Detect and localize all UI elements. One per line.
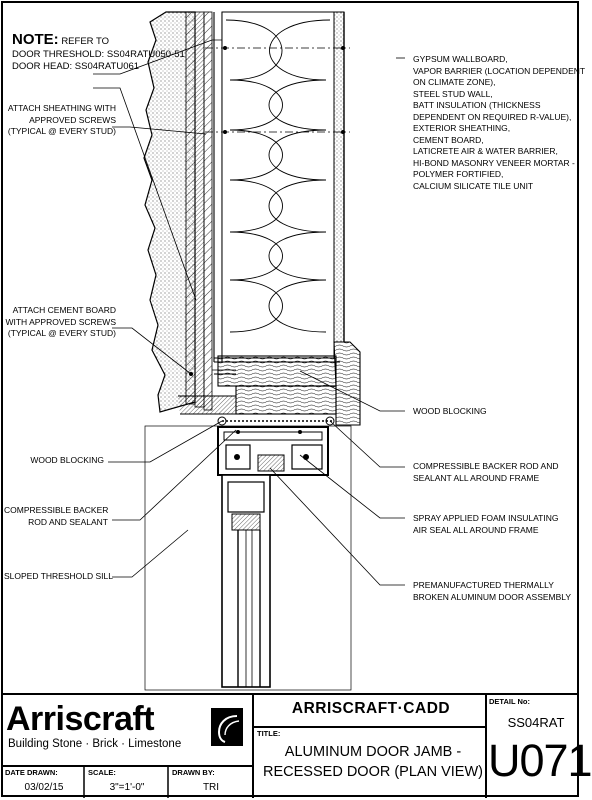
detail-label: DETAIL No:	[489, 697, 530, 706]
label-line: COMPRESSIBLE BACKER ROD AND	[413, 461, 559, 471]
label-line: STEEL STUD WALL,	[413, 88, 493, 99]
label-line: SPRAY APPLIED FOAM INSULATING	[413, 513, 559, 523]
label-backer-rod-right: COMPRESSIBLE BACKER ROD AND SEALANT ALL …	[413, 461, 573, 484]
brand-mark-icon	[211, 708, 243, 746]
label-line: (TYPICAL @ EVERY STUD)	[7, 126, 116, 136]
label-line: PREMANUFACTURED THERMALLY	[413, 580, 554, 590]
title-line: RECESSED DOOR (PLAN VIEW)	[263, 764, 483, 780]
detail-code: U071	[488, 735, 592, 786]
label-wall-assembly: GYPSUM WALLBOARD, VAPOR BARRIER (LOCATIO…	[413, 54, 586, 192]
label-backer-rod-left: COMPRESSIBLE BACKER ROD AND SEALANT	[4, 505, 108, 528]
note-line: DOOR THRESHOLD: SS04RATU050-51	[12, 48, 185, 60]
batt-insulation	[225, 19, 331, 333]
label-line: EXTERIOR SHEATHING,	[413, 123, 511, 133]
board-return	[178, 395, 237, 415]
reference-note: NOTE: REFER TO DOOR THRESHOLD: SS04RATU0…	[12, 31, 185, 74]
wood-blocking-lower	[235, 385, 337, 415]
label-threshold-sill: SLOPED THRESHOLD SILL	[4, 571, 113, 583]
cadd-title: ARRISCRAFT·CADD	[291, 700, 451, 717]
label-line: ATTACH SHEATHING WITH	[7, 103, 116, 113]
leaders-left	[93, 39, 237, 578]
label-line: POLYMER FORTIFIED,	[413, 169, 504, 179]
label-line: GYPSUM WALLBOARD,	[413, 54, 508, 64]
label-wood-blocking-right: WOOD BLOCKING	[413, 406, 573, 418]
label-line: ATTACH CEMENT BOARD	[12, 305, 116, 315]
label-wood-blocking-left: WOOD BLOCKING	[4, 455, 104, 467]
label-line: WOOD BLOCKING	[30, 455, 104, 465]
title-label: TITLE:	[257, 729, 281, 738]
drawn-by-value: TRI	[202, 782, 220, 793]
scale-label: SCALE:	[88, 768, 116, 777]
brand-name: Arriscraft	[6, 700, 155, 738]
title-line: ALUMINUM DOOR JAMB -	[284, 744, 462, 760]
insulation-cavity	[221, 11, 335, 359]
label-line: DEPENDENT ON REQUIRED R-VALUE),	[413, 111, 572, 122]
label-line: VAPOR BARRIER (LOCATION DEPENDENT	[413, 65, 586, 76]
label-line: WITH APPROVED SCREWS	[5, 316, 116, 327]
drawn-by-label: DRAWN BY:	[172, 768, 215, 777]
stone-veneer	[143, 11, 196, 413]
arriscraft-logo: Arriscraft Building Stone · Brick · Lime…	[6, 700, 246, 760]
detail-series: SS04RAT	[507, 715, 565, 730]
label-line: SEALANT ALL AROUND FRAME	[413, 472, 540, 483]
note-line: DOOR HEAD: SS04RATU061	[12, 61, 140, 72]
label-line: AIR SEAL ALL AROUND FRAME	[413, 524, 539, 535]
label-line: WOOD BLOCKING	[413, 406, 487, 416]
label-foam-air-seal: SPRAY APPLIED FOAM INSULATING AIR SEAL A…	[413, 513, 573, 536]
label-line: (TYPICAL @ EVERY STUD)	[7, 328, 116, 338]
note-heading: NOTE:	[12, 31, 59, 48]
label-attach-sheathing: ATTACH SHEATHING WITH APPROVED SCREWS (T…	[4, 103, 116, 138]
label-line: CEMENT BOARD,	[413, 134, 484, 145]
scale-value: 3"=1'-0"	[109, 782, 145, 793]
brand-tagline: Building Stone · Brick · Limestone	[8, 738, 182, 750]
label-line: BROKEN ALUMINUM DOOR ASSEMBLY	[413, 591, 572, 602]
label-line: BATT INSULATION (THICKNESS	[413, 100, 541, 110]
label-line: HI-BOND MASONRY VENEER MORTAR -	[413, 157, 575, 168]
drawing-title: ALUMINUM DOOR JAMB - RECESSED DOOR (PLAN…	[262, 742, 484, 782]
label-line: ROD AND SEALANT	[28, 516, 108, 527]
date-value: 03/02/15	[24, 782, 64, 793]
label-attach-cement-board: ATTACH CEMENT BOARD WITH APPROVED SCREWS…	[4, 305, 116, 340]
label-door-assembly: PREMANUFACTURED THERMALLY BROKEN ALUMINU…	[413, 580, 573, 603]
sheet-border	[1, 1, 579, 797]
label-line: COMPRESSIBLE BACKER	[4, 505, 109, 515]
date-label: DATE DRAWN:	[5, 768, 58, 777]
interior-casing	[333, 341, 361, 426]
label-line: APPROVED SCREWS	[29, 114, 116, 125]
label-line: ON CLIMATE ZONE),	[413, 77, 496, 87]
label-line: SLOPED THRESHOLD SILL	[4, 571, 113, 581]
label-line: LATICRETE AIR & WATER BARRIER,	[413, 146, 558, 156]
note-heading-rest: REFER TO	[61, 36, 109, 47]
leaders-right	[269, 57, 405, 586]
label-line: CALCIUM SILICATE TILE UNIT	[413, 180, 534, 191]
